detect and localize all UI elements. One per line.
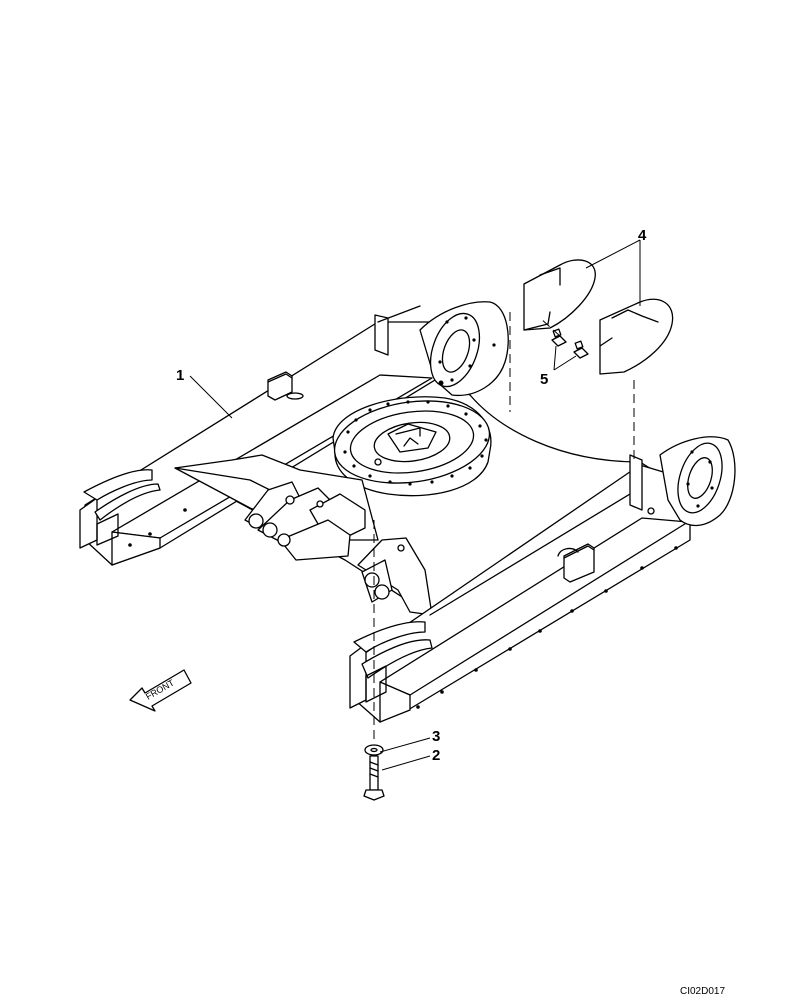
blade-brackets	[174, 454, 433, 616]
alignment-lines	[373, 312, 635, 740]
leader-lines	[189, 239, 641, 771]
left-motor-mount	[419, 301, 509, 397]
callout-1: 1	[176, 367, 184, 384]
cover-plates	[523, 259, 674, 375]
drawing-reference: CI02D017	[680, 986, 725, 997]
cover-plate-upper	[523, 259, 596, 331]
callout-5: 5	[540, 371, 548, 388]
swing-bearing	[332, 396, 492, 497]
undercarriage-frame	[79, 301, 736, 723]
callout-2: 2	[432, 747, 440, 764]
cover-bolt-b	[573, 340, 589, 359]
right-motor-mount	[647, 436, 736, 527]
callout-4: 4	[638, 227, 647, 244]
front-arrow: FRONT	[129, 669, 192, 712]
cover-plate-lower	[599, 298, 674, 375]
cover-bolt-a	[551, 328, 567, 347]
washer	[364, 744, 384, 756]
callout-3: 3	[432, 728, 440, 745]
mounting-bolt	[363, 755, 385, 801]
